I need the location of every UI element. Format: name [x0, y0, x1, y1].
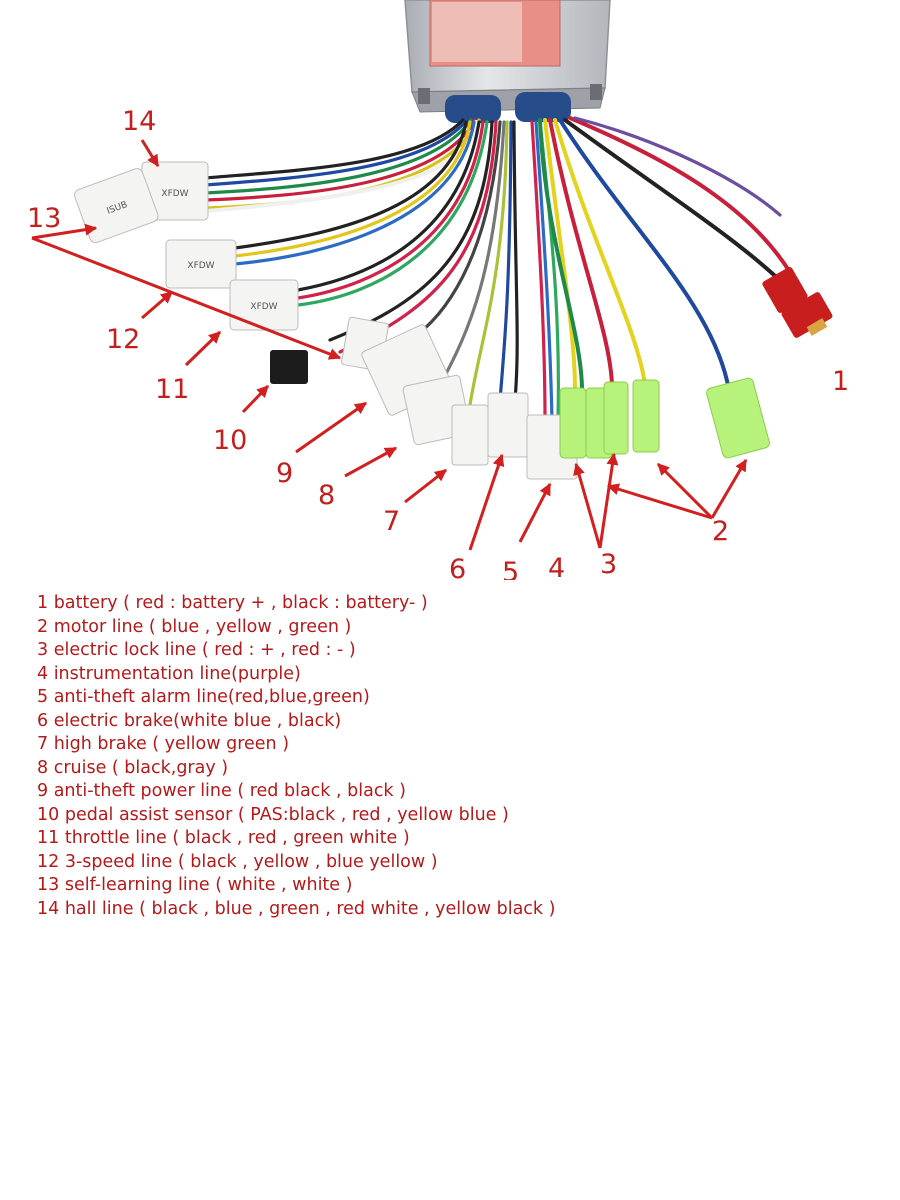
- arrow-3b: [598, 452, 619, 549]
- arrow-7: [404, 468, 447, 504]
- wiring-diagram: XFDW ISUB XFDW XFDW: [0, 0, 900, 588]
- callout-6: 6: [449, 554, 466, 580]
- callout-12: 12: [106, 324, 140, 355]
- connector-high-brake: [451, 404, 489, 466]
- arrow-2a: [656, 462, 714, 520]
- wiring-diagram-svg: XFDW ISUB XFDW XFDW: [27, 0, 849, 588]
- legend-item-pedal-assist-sensor: 10 pedal assist sensor ( PAS:black , red…: [37, 804, 509, 825]
- legend-item-high-brake: 7 high brake ( yellow green ): [37, 734, 290, 754]
- legend-item-motor-line: 2 motor line ( blue , yellow , green ): [37, 616, 352, 637]
- legend-item-3-speed-line: 12 3-speed line ( black , yellow , blue …: [37, 851, 438, 872]
- legend-item-electric-brake: 6 electric brake(white blue , black): [37, 710, 342, 731]
- connector-electric-brake: [487, 392, 529, 458]
- controller-box: [404, 0, 611, 123]
- callout-3: 3: [600, 549, 617, 580]
- arrow-14: [140, 139, 160, 168]
- arrow-8: [344, 446, 398, 478]
- legend-item-hall-line: 14 hall line ( black , blue , green , re…: [37, 898, 556, 919]
- arrow-12: [141, 290, 173, 320]
- pas-connector: [270, 350, 308, 384]
- callout-1: 1: [832, 366, 849, 397]
- arrow-11: [184, 330, 222, 367]
- arrow-2b: [606, 483, 713, 520]
- callout-4: 4: [548, 553, 565, 580]
- speed-connector: XFDW: [165, 239, 237, 289]
- throttle-connector: XFDW: [229, 279, 299, 331]
- legend-item-anti-theft-alarm-line: 5 anti-theft alarm line(red,blue,green): [37, 687, 370, 707]
- small-connectors: [341, 316, 578, 480]
- arrow-2c: [710, 458, 748, 519]
- callout-5: 5: [502, 557, 519, 580]
- legend-item-self-learning-line: 13 self-learning line ( white , white ): [37, 875, 353, 895]
- callout-labels: 1 2 3 4 5 6 7 8 9 10 11 12 13 14: [27, 106, 849, 588]
- legend-item-electric-lock-line: 3 electric lock line ( red : + , red : -…: [37, 640, 356, 660]
- lock-and-motor-terminals: [559, 377, 770, 459]
- terminal-lock-1: [559, 387, 587, 459]
- legend-item-cruise: 8 cruise ( black,gray ): [37, 757, 229, 778]
- throttle-connector-mark: XFDW: [250, 302, 277, 312]
- speed-connector-mark: XFDW: [187, 261, 214, 271]
- arrow-6: [468, 453, 505, 551]
- legend-item-instrumentation-line: 4 instrumentation line(purple): [37, 663, 301, 684]
- wiring-legend: 1 battery ( red : battery + , black : ba…: [37, 592, 877, 921]
- callout-9: 9: [276, 458, 293, 489]
- wire-bundle: [153, 116, 802, 422]
- legend-item-battery: 1 battery ( red : battery + , black : ba…: [37, 593, 428, 613]
- arrow-9: [295, 401, 367, 454]
- arrow-10: [241, 384, 270, 414]
- arrow-13a: [31, 223, 98, 240]
- legend-item-anti-theft-power-line: 9 anti-theft power line ( red black , bl…: [37, 781, 406, 801]
- callout-2: 2: [712, 516, 729, 547]
- callout-10: 10: [213, 425, 247, 456]
- hall-connector-mark: XFDW: [161, 189, 188, 199]
- arrow-13b: [31, 236, 342, 360]
- callout-11: 11: [155, 374, 189, 405]
- battery-connector: [762, 267, 833, 338]
- terminal-motor-1: [603, 381, 629, 455]
- arrow-3a: [573, 462, 602, 549]
- arrow-5: [518, 482, 552, 543]
- callout-arrows: [31, 139, 748, 551]
- callout-14: 14: [122, 106, 156, 137]
- terminal-motor-2: [632, 379, 660, 453]
- callout-8: 8: [318, 480, 335, 511]
- terminal-motor-3: [706, 377, 770, 459]
- legend-item-throttle-line: 11 throttle line ( black , red , green w…: [37, 828, 410, 848]
- callout-13: 13: [27, 203, 61, 234]
- callout-7: 7: [383, 506, 400, 537]
